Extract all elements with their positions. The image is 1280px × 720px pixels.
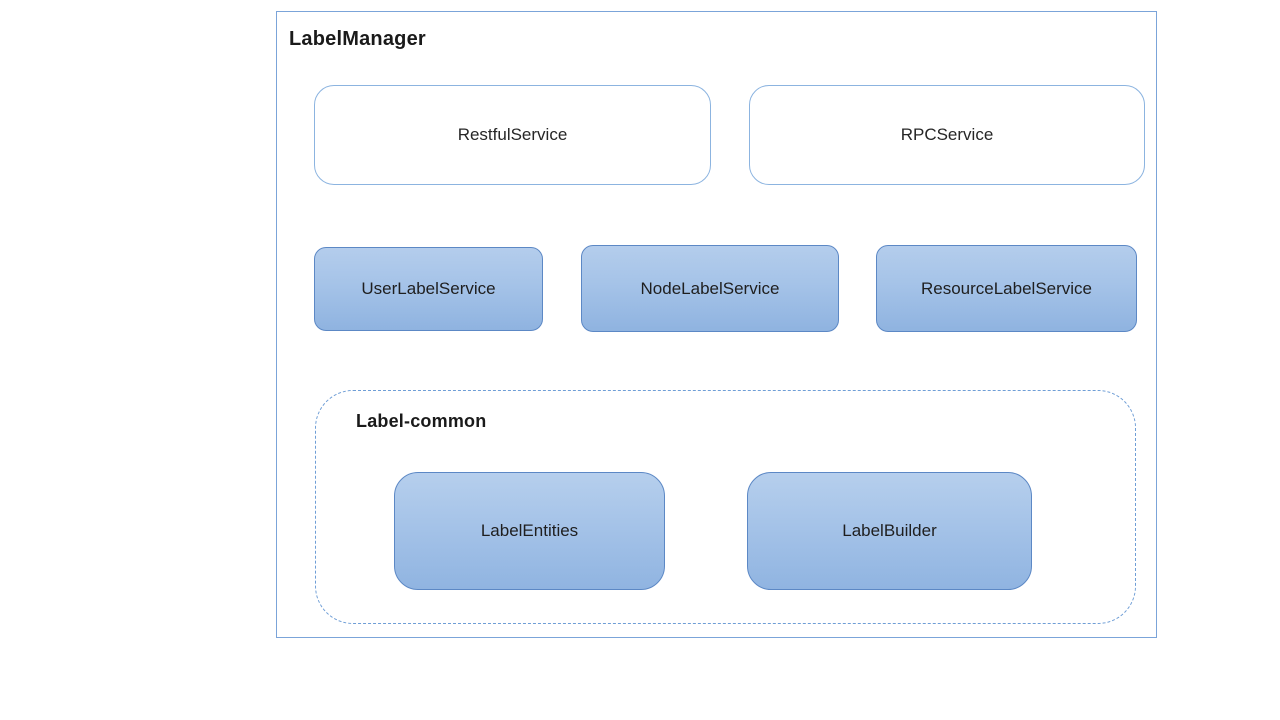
restful-service-label: RestfulService (457, 125, 568, 144)
label-common-container: Label-common LabelEntities LabelBuilder (315, 390, 1136, 624)
label-entities-box: LabelEntities (394, 472, 665, 590)
rpc-service-box: RPCService (749, 85, 1145, 185)
user-label-service-box: UserLabelService (314, 247, 543, 331)
label-manager-container: LabelManager RestfulService RPCService U… (276, 11, 1157, 638)
label-builder-label: LabelBuilder (842, 521, 937, 540)
resource-label-service-box: ResourceLabelService (876, 245, 1137, 332)
label-manager-title: LabelManager (289, 28, 426, 50)
label-builder-box: LabelBuilder (747, 472, 1032, 590)
rpc-service-label: RPCService (900, 125, 994, 144)
node-label-service-label: NodeLabelService (640, 278, 780, 298)
restful-service-box: RestfulService (314, 85, 711, 185)
label-entities-label: LabelEntities (480, 521, 579, 540)
node-label-service-box: NodeLabelService (581, 245, 839, 332)
resource-label-service-label: ResourceLabelService (920, 278, 1093, 298)
user-label-service-label: UserLabelService (361, 279, 496, 298)
label-common-title: Label-common (356, 411, 487, 431)
